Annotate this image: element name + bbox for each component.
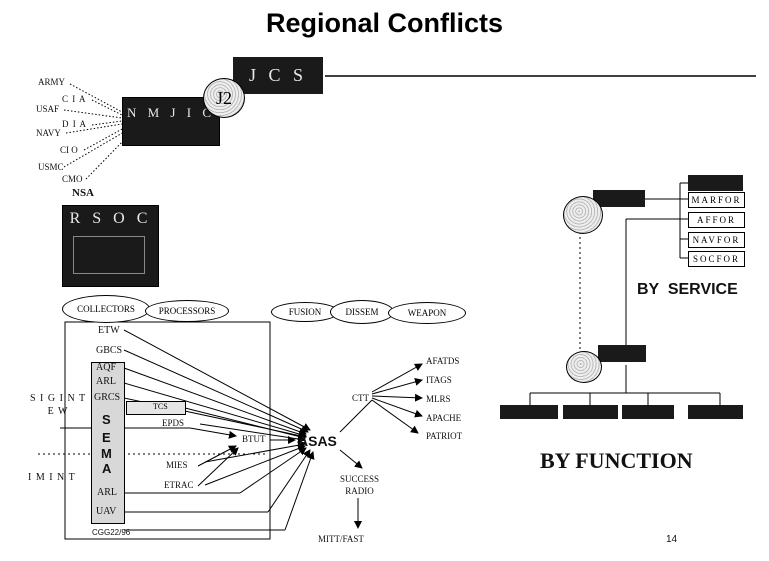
weapon-patriot: PATRIOT (426, 431, 463, 441)
collector-grcs: GRCS (94, 392, 121, 403)
page-number: 14 (666, 534, 678, 545)
agency-cmo: CMO (62, 174, 83, 184)
weapon-oval: WEAPON (388, 302, 466, 324)
collector-a: A (102, 461, 112, 476)
processor-mies: MIES (166, 460, 188, 470)
jic-badge (563, 196, 603, 234)
collector-gbcs: GBCS (96, 345, 123, 356)
collector-arl: ARL (96, 376, 116, 387)
function-box-2 (563, 405, 618, 419)
j2-badge: J2 (203, 78, 245, 118)
sigint-ew-label: S I G I N T E W (30, 393, 87, 417)
tcs-box: TCS (126, 401, 186, 415)
function-box-3 (622, 405, 674, 419)
function-box-1 (500, 405, 558, 419)
nsa-label: NSA (72, 187, 95, 199)
affor-box: AFFOR (688, 212, 745, 228)
processor-epds: EPDS (162, 418, 185, 428)
dissem-success-radio: SUCCESS RADIO (340, 474, 380, 496)
date-code: CGG22/96 (92, 528, 131, 537)
asas-label: ASAS (298, 433, 337, 449)
collector-column (91, 362, 125, 524)
weapon-afatds: AFATDS (426, 356, 460, 366)
collector-arl-2: ARL (97, 487, 117, 498)
page-title: Regional Conflicts (265, 8, 503, 38)
function-box-4 (688, 405, 743, 419)
agency-cio: CI O (60, 145, 78, 155)
navfor-box: NAVFOR (688, 232, 745, 248)
socfor-box: SOCFOR (688, 251, 745, 267)
agency-usaf: USAF (36, 104, 60, 114)
imint-label: I M I N T (28, 472, 76, 483)
jtf-box (598, 345, 646, 362)
processors-oval: PROCESSORS (145, 300, 229, 322)
dissem-mitt-fast: MITT/FAST (318, 534, 364, 544)
collector-etw: ETW (98, 325, 120, 336)
agency-navy: NAVY (36, 128, 61, 138)
collector-s: S (102, 412, 111, 427)
processor-etrac: ETRAC (164, 480, 194, 490)
processor-btut: BTUT (242, 434, 266, 444)
nmjic-box: N M J I C (122, 97, 220, 146)
agency-dia: D I A (62, 119, 87, 129)
rsoc-inner-box (73, 236, 145, 274)
by-function-label: BY FUNCTION (540, 448, 693, 473)
weapon-itags: ITAGS (426, 375, 452, 385)
rsoc-label: R S O C (69, 210, 152, 227)
collector-uav: UAV (96, 506, 117, 517)
collector-aqf: AQF (96, 362, 117, 373)
cinc-box (593, 190, 645, 207)
by-service-label: BY SERVICE (637, 281, 738, 298)
weapon-apache: APACHE (426, 413, 462, 423)
dissem-oval: DISSEM (330, 300, 394, 324)
dissem-ctt: CTT (352, 393, 369, 403)
collector-e: E (102, 430, 111, 445)
rsoc-box: R S O C (62, 205, 159, 287)
collectors-oval: COLLECTORS (62, 295, 150, 323)
jcs-box: J C S (233, 57, 323, 94)
agency-cia: C I A (62, 94, 87, 104)
processor-tcs: TCS (153, 402, 168, 411)
fusion-oval: FUSION (271, 302, 339, 322)
collector-m: M (101, 446, 112, 461)
agency-army: ARMY (38, 77, 66, 87)
agency-usmc: USMC (38, 162, 64, 172)
jtf-header-box (688, 175, 743, 191)
jisc-badge (566, 351, 602, 383)
weapon-mlrs: MLRS (426, 394, 451, 404)
marfor-box: MARFOR (688, 192, 745, 208)
